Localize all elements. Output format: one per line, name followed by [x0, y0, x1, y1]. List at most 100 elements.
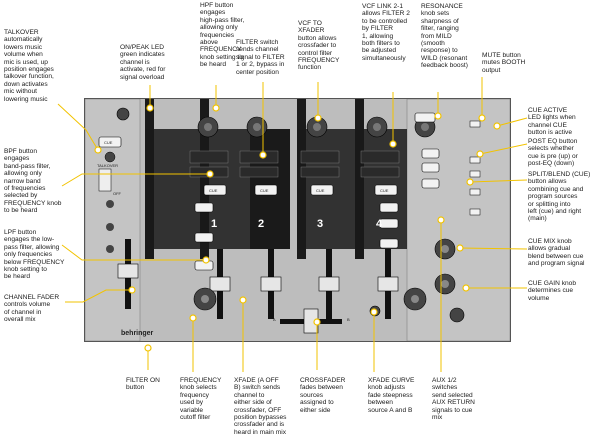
callout-line: knob setting to: [4, 266, 47, 274]
channel-number-3: 3: [317, 218, 323, 230]
callout-line: band-pass filter,: [4, 162, 51, 170]
callout-line: engages: [4, 155, 30, 163]
callout-line: FREQUENCY: [298, 57, 340, 65]
mixer-illustration: CUE CUE CUE CUE CUE TALKOVER OFF 1 2 3 4: [84, 98, 511, 342]
callout-line: CUE ACTIVE: [528, 107, 568, 114]
callout-line: (smooth: [421, 40, 445, 48]
callout-line: determines cue: [528, 287, 574, 295]
callout-line: LPF button: [4, 229, 37, 236]
callout-line: only frequencies: [4, 251, 53, 259]
callout-line: knob selects: [180, 384, 217, 392]
leader-cue-active: [496, 117, 528, 127]
callout-line: VCF TO: [298, 20, 322, 27]
callout-line: XFADER: [298, 27, 325, 35]
callout-line: 1 or 2, bypass in: [236, 61, 285, 69]
brand-logo: behringer: [121, 330, 154, 337]
talkover-panel-label: TALKOVER: [97, 163, 118, 168]
callout-line: of channel in: [4, 308, 42, 316]
callout-line: mutes BOOTH: [482, 59, 526, 67]
callout-line: be heard: [4, 273, 31, 281]
callout-line: frequency: [180, 391, 209, 399]
callout-line: button allows: [298, 34, 337, 42]
callout-line: XFADE CURVE: [368, 377, 415, 384]
callout-line: both filters to: [362, 40, 400, 48]
callout-line: crossfader and is: [234, 421, 285, 429]
callout-line: channel CUE: [528, 121, 567, 129]
callout-line: engages the low-: [4, 236, 55, 244]
callout-line: used by: [180, 399, 204, 407]
mixer-panel: CUE CUE CUE CUE CUE TALKOVER OFF 1 2 3 4: [84, 98, 511, 342]
callout-line: control filter: [298, 49, 333, 57]
callout-line: mix: [432, 414, 443, 422]
callout-line: CROSSFADER: [300, 377, 346, 384]
channel-number-4: 4: [376, 218, 383, 230]
callout-line: switches: [432, 384, 458, 392]
callout-line: heard in main mix: [234, 428, 287, 436]
callout-line: lowers music: [4, 43, 43, 51]
callout-line: above: [200, 39, 218, 47]
crossfader-b: B: [347, 317, 350, 322]
leader-split-blend: [469, 179, 528, 183]
callout-line: sharpness of: [421, 17, 459, 25]
leader-bpf: [61, 173, 210, 187]
callout-line: center position: [236, 68, 279, 76]
callout-line: allowing only: [200, 24, 238, 32]
cue-label-mic: CUE: [104, 140, 113, 145]
callout-line: source A and B: [368, 406, 413, 414]
leader-lpf: [61, 244, 206, 261]
leader-channel-fader: [65, 289, 132, 303]
callout-line: HPF button: [200, 2, 234, 9]
callout-line: program sources: [528, 193, 578, 201]
callout-line: to be heard: [4, 207, 38, 215]
callout-line: post-EQ (down): [528, 160, 575, 168]
mic-gain-knob: [116, 107, 130, 121]
callout-line: MUTE button: [482, 52, 521, 59]
callout-line: signal overload: [120, 73, 165, 81]
callout-line: allows FILTER 2: [362, 10, 410, 18]
callout-line: assigned to: [300, 399, 334, 407]
callout-line: fades between: [300, 384, 343, 392]
callout-line: simultaneously: [362, 54, 406, 62]
callout-line: activate, red for: [120, 66, 166, 74]
callout-line: blend between cue: [528, 252, 584, 260]
phones-jack-shape: [449, 307, 465, 323]
callout-line: automatically: [4, 36, 43, 44]
callout-line: either side: [300, 406, 331, 414]
callout-line: button: [126, 384, 145, 392]
callout-line: send selected: [432, 391, 473, 399]
callout-line: knob adjusts: [368, 384, 406, 392]
callout-line: be adjusted: [362, 47, 397, 55]
callout-line: button is active: [528, 129, 572, 137]
callout-line: knob sets: [421, 10, 450, 18]
channel-number-1: 1: [211, 218, 217, 230]
off-label: OFF: [113, 191, 122, 196]
callout-line: to be controlled: [362, 17, 408, 25]
leader-talkover: [57, 103, 99, 151]
callout-line: SPLIT/BLEND (CUE): [528, 171, 591, 178]
callout-line: green indicates: [120, 51, 165, 59]
callout-line: allowing only: [4, 170, 42, 178]
callout-line: crossfader, OFF: [234, 406, 282, 414]
callout-line: from MILD: [421, 32, 452, 40]
callout-line: be heard: [200, 61, 227, 69]
callout-line: frequencies: [200, 31, 235, 39]
callout-line: left (cue) and right: [528, 208, 582, 216]
callout-line: function: [298, 64, 322, 72]
callout-line: volume: [528, 294, 550, 302]
callout-line: position bypasses: [234, 414, 287, 422]
callout-line: cue is pre (up) or: [528, 152, 578, 160]
callout-line: FILTER ON: [126, 377, 160, 384]
callout-line: high-pass filter,: [200, 16, 245, 24]
cue-buttons: [98, 112, 440, 196]
